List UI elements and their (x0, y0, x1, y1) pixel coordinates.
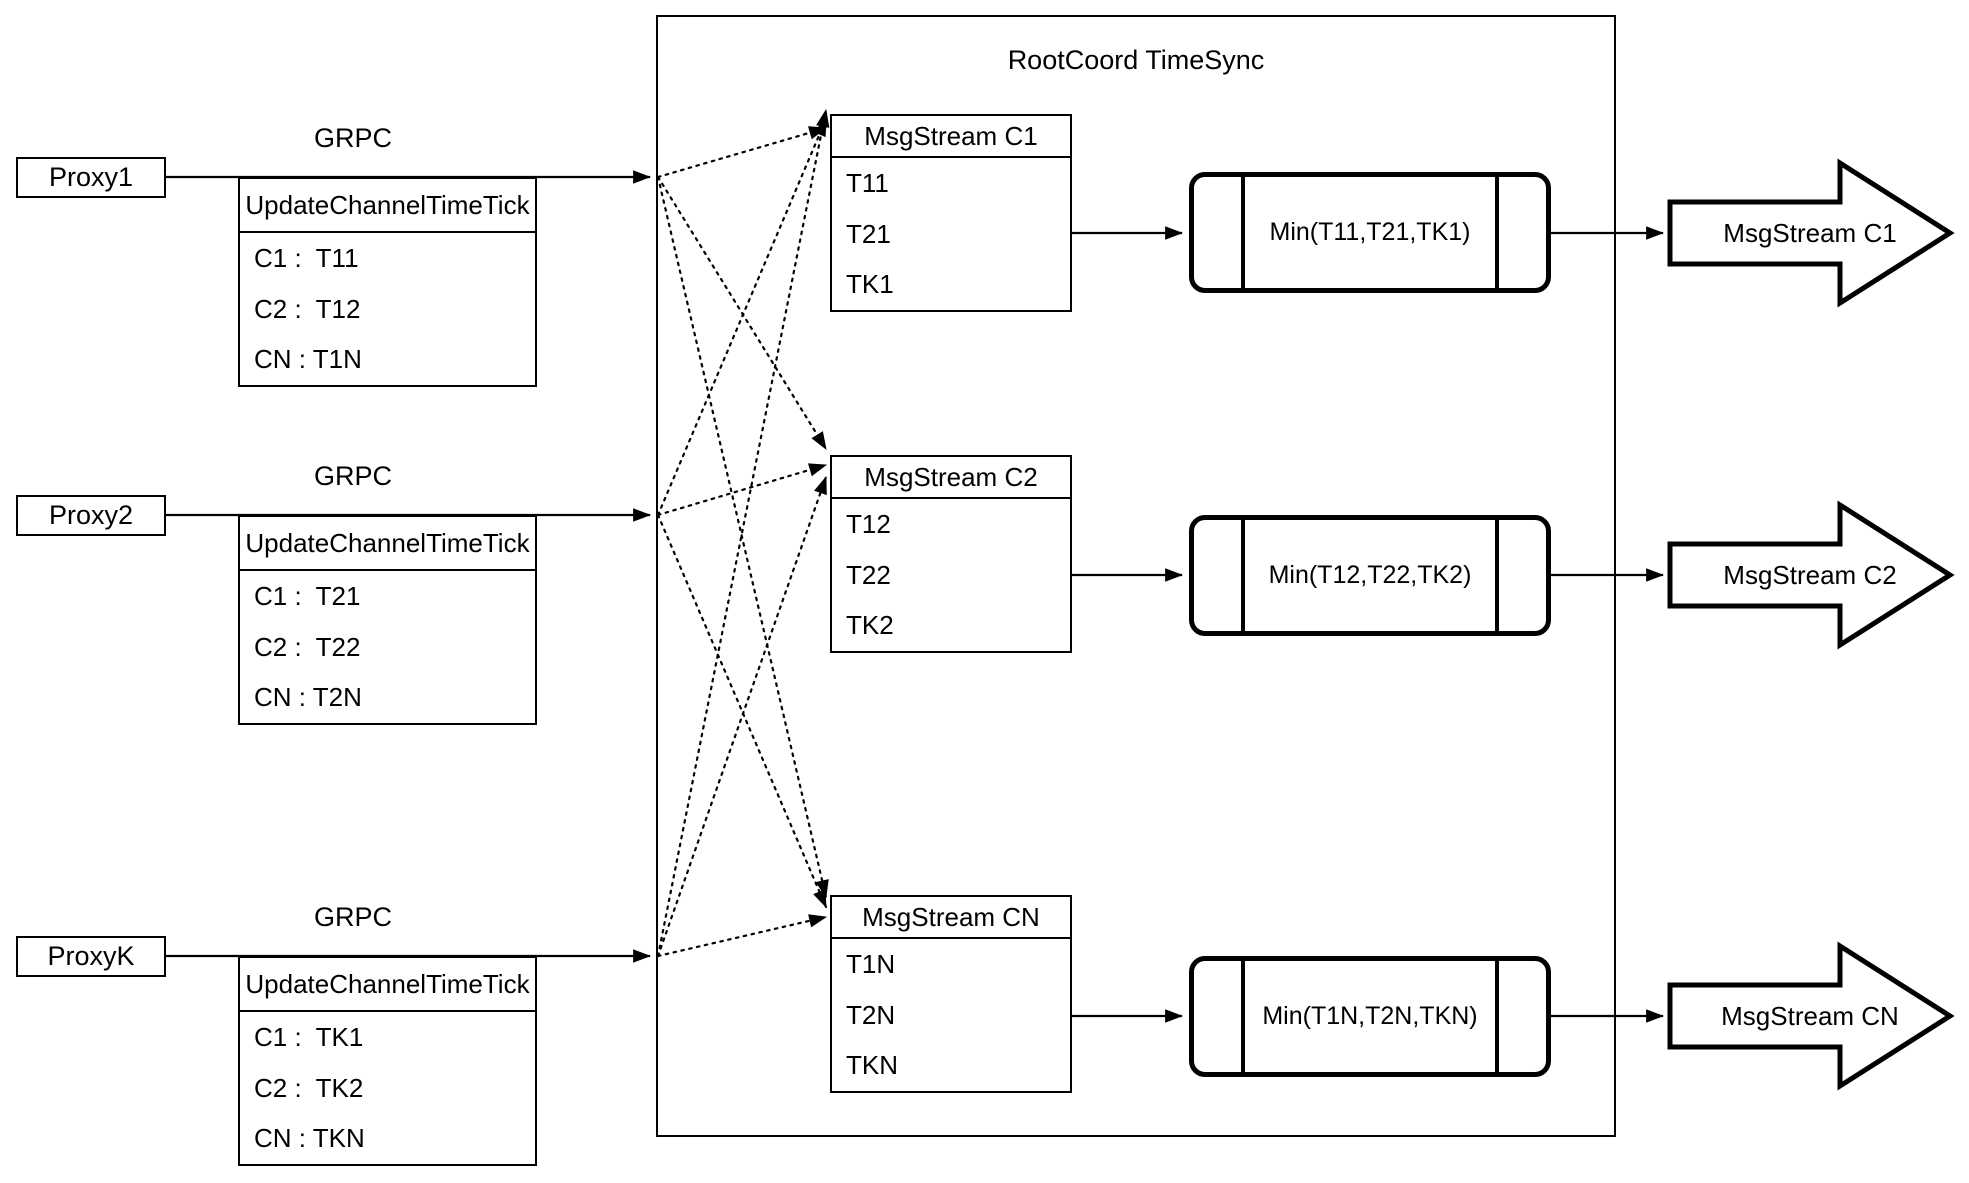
update-channel-timetick-table-3: UpdateChannelTimeTick C1 : TK1 C2 : TK2 … (238, 956, 537, 1166)
table-header: UpdateChannelTimeTick (240, 958, 535, 1012)
table-row: T1N (846, 948, 896, 979)
table-header: MsgStream C2 (832, 457, 1070, 499)
table-row: CN : T1N (254, 344, 362, 375)
table-row: T2N (846, 999, 896, 1030)
min-box-cn: Min(T1N,T2N,TKN) (1189, 956, 1551, 1077)
min-label: Min(T1N,T2N,TKN) (1262, 1002, 1478, 1030)
table-header: MsgStream CN (832, 897, 1070, 939)
min-box-right-cap (1495, 177, 1546, 288)
table-row: CN : T2N (254, 682, 362, 713)
msgstream-cn-table: MsgStream CN T1N T2N TKN (830, 895, 1072, 1093)
proxy1-node: Proxy1 (16, 157, 166, 198)
table-row: C2 : TK2 (254, 1072, 364, 1103)
update-channel-timetick-table-2: UpdateChannelTimeTick C1 : T21 C2 : T22 … (238, 515, 537, 725)
block-arrow-label-c2: MsgStream C2 (1723, 559, 1897, 590)
proxyk-label: ProxyK (47, 941, 135, 971)
min-box-right-cap (1495, 520, 1546, 631)
table-row: TK1 (846, 269, 894, 300)
table-row: C1 : TK1 (254, 1021, 364, 1052)
table-row: T12 (846, 508, 891, 539)
table-row: TKN (846, 1050, 898, 1081)
block-arrow-label-c1: MsgStream C1 (1723, 217, 1897, 248)
min-box-right-cap (1495, 961, 1546, 1072)
min-label: Min(T12,T22,TK2) (1268, 561, 1472, 589)
table-header: UpdateChannelTimeTick (240, 179, 535, 233)
min-box-left-cap (1194, 961, 1245, 1072)
update-channel-timetick-table-1: UpdateChannelTimeTick C1 : T11 C2 : T12 … (238, 177, 537, 387)
table-row: CN : TKN (254, 1123, 365, 1154)
grpc-label-1: GRPC (313, 122, 392, 153)
proxy2-node: Proxy2 (16, 495, 166, 536)
table-header: MsgStream C1 (832, 116, 1070, 158)
proxyk-node: ProxyK (16, 936, 166, 977)
proxy2-label: Proxy2 (48, 500, 134, 530)
table-row: C1 : T21 (254, 580, 361, 611)
rootcoord-timesync-title: RootCoord TimeSync (1007, 45, 1265, 75)
table-row: C2 : T22 (254, 631, 361, 662)
table-row: T21 (846, 218, 891, 249)
table-row: T22 (846, 559, 891, 590)
min-box-left-cap (1194, 177, 1245, 288)
min-box-left-cap (1194, 520, 1245, 631)
table-row: TK2 (846, 610, 894, 641)
min-label: Min(T11,T21,TK1) (1269, 218, 1471, 246)
min-box-c2: Min(T12,T22,TK2) (1189, 515, 1551, 636)
grpc-label-3: GRPC (313, 901, 392, 932)
table-row: C1 : T11 (254, 242, 359, 273)
min-box-c1: Min(T11,T21,TK1) (1189, 172, 1551, 293)
block-arrow-label-cn: MsgStream CN (1721, 1000, 1899, 1031)
table-row: T11 (846, 167, 889, 198)
proxy1-label: Proxy1 (48, 162, 134, 192)
msgstream-c2-table: MsgStream C2 T12 T22 TK2 (830, 455, 1072, 653)
table-header: UpdateChannelTimeTick (240, 517, 535, 571)
msgstream-c1-table: MsgStream C1 T11 T21 TK1 (830, 114, 1072, 312)
grpc-label-2: GRPC (313, 460, 392, 491)
table-row: C2 : T12 (254, 293, 361, 324)
